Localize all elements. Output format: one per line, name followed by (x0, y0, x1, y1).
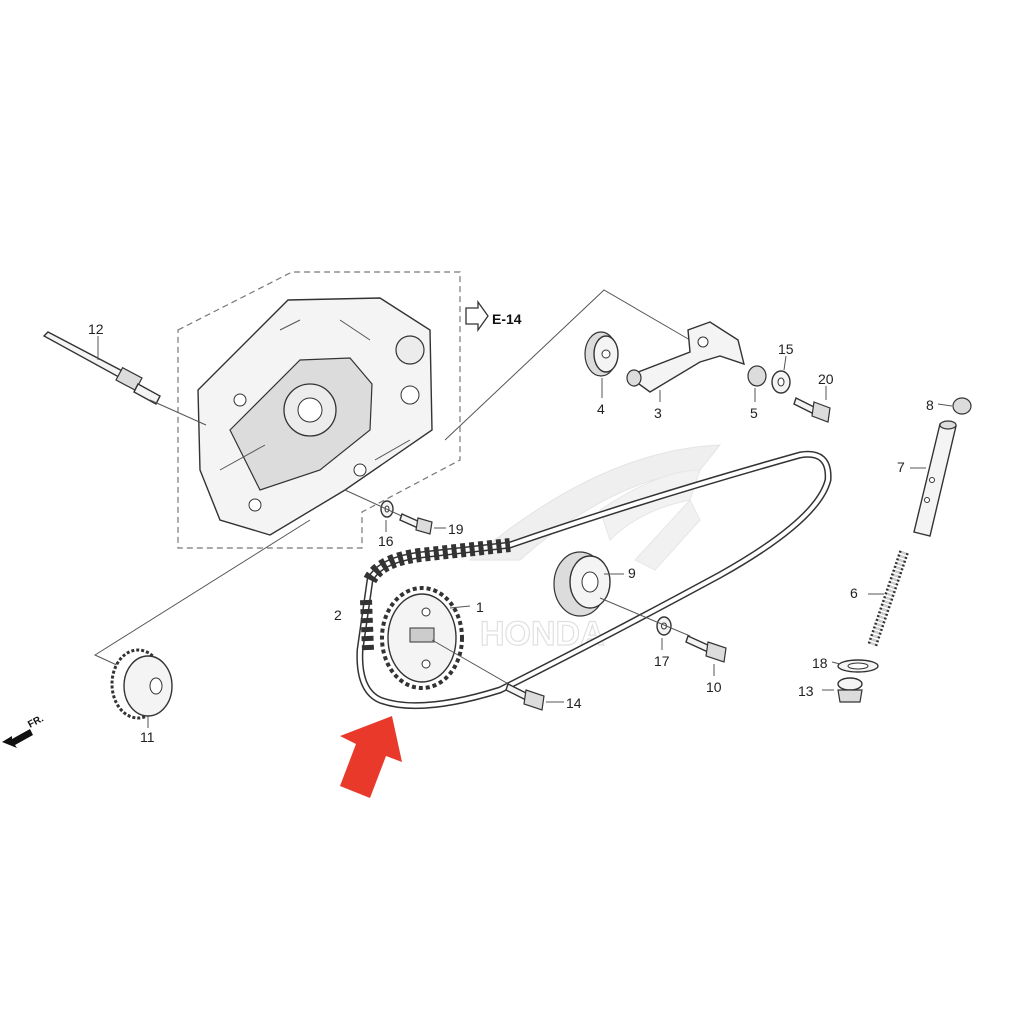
honda-wing-watermark: HONDA (468, 444, 722, 654)
red-pointer-arrow (340, 716, 402, 798)
front-marker-text: FR. (26, 713, 46, 730)
washer-part-16 (380, 500, 394, 532)
guide-roller-part-9 (553, 551, 624, 617)
tensioner-roller-part-4 (584, 331, 619, 398)
leader-crankcase-to-bracket (444, 289, 691, 441)
gear-part-11 (110, 648, 173, 728)
collar-part-5 (747, 365, 767, 402)
washer-part-15 (771, 355, 791, 394)
callout-18: 18 (812, 655, 828, 671)
bolt-part-10 (599, 597, 727, 676)
bolt-part-20 (793, 386, 831, 423)
callout-2: 2 (334, 607, 342, 623)
cam-chain (356, 450, 832, 710)
callout-6: 6 (850, 585, 858, 601)
callout-19: 19 (448, 521, 464, 537)
callout-13: 13 (798, 683, 814, 699)
callout-20: 20 (818, 371, 834, 387)
callout-15: 15 (778, 341, 794, 357)
reference-label: E-14 (492, 311, 522, 327)
washer-part-17 (656, 616, 672, 650)
bolt-part-19 (344, 489, 446, 535)
reference-arrow-e14 (465, 299, 489, 333)
crankcase-housing (197, 297, 433, 536)
front-marker: FR. (2, 713, 46, 748)
tensioner-lifter-part-7 (910, 420, 957, 537)
tensioner-arm-part-3 (626, 321, 745, 402)
callout-8: 8 (926, 397, 934, 413)
callout-14: 14 (566, 695, 582, 711)
gasket-part-18 (831, 659, 879, 673)
sealing-bolt-part-13 (822, 677, 863, 703)
callout-4: 4 (597, 401, 605, 417)
callout-9: 9 (628, 565, 636, 581)
stud-bolt-part-12 (42, 331, 207, 426)
cap-part-8 (937, 397, 972, 415)
callout-17: 17 (654, 653, 670, 669)
cam-sprocket-part-1 (380, 586, 471, 690)
callout-5: 5 (750, 405, 758, 421)
spring-part-6 (867, 550, 909, 648)
callout-12: 12 (88, 321, 104, 337)
crankcase-dashed-outline (177, 271, 461, 549)
callout-3: 3 (654, 405, 662, 421)
callout-7: 7 (897, 459, 905, 475)
sprocket-bolt-part-14 (431, 639, 564, 711)
callout-1: 1 (476, 599, 484, 615)
callout-11: 11 (140, 729, 155, 745)
callout-16: 16 (378, 533, 394, 549)
callout-10: 10 (706, 679, 722, 695)
